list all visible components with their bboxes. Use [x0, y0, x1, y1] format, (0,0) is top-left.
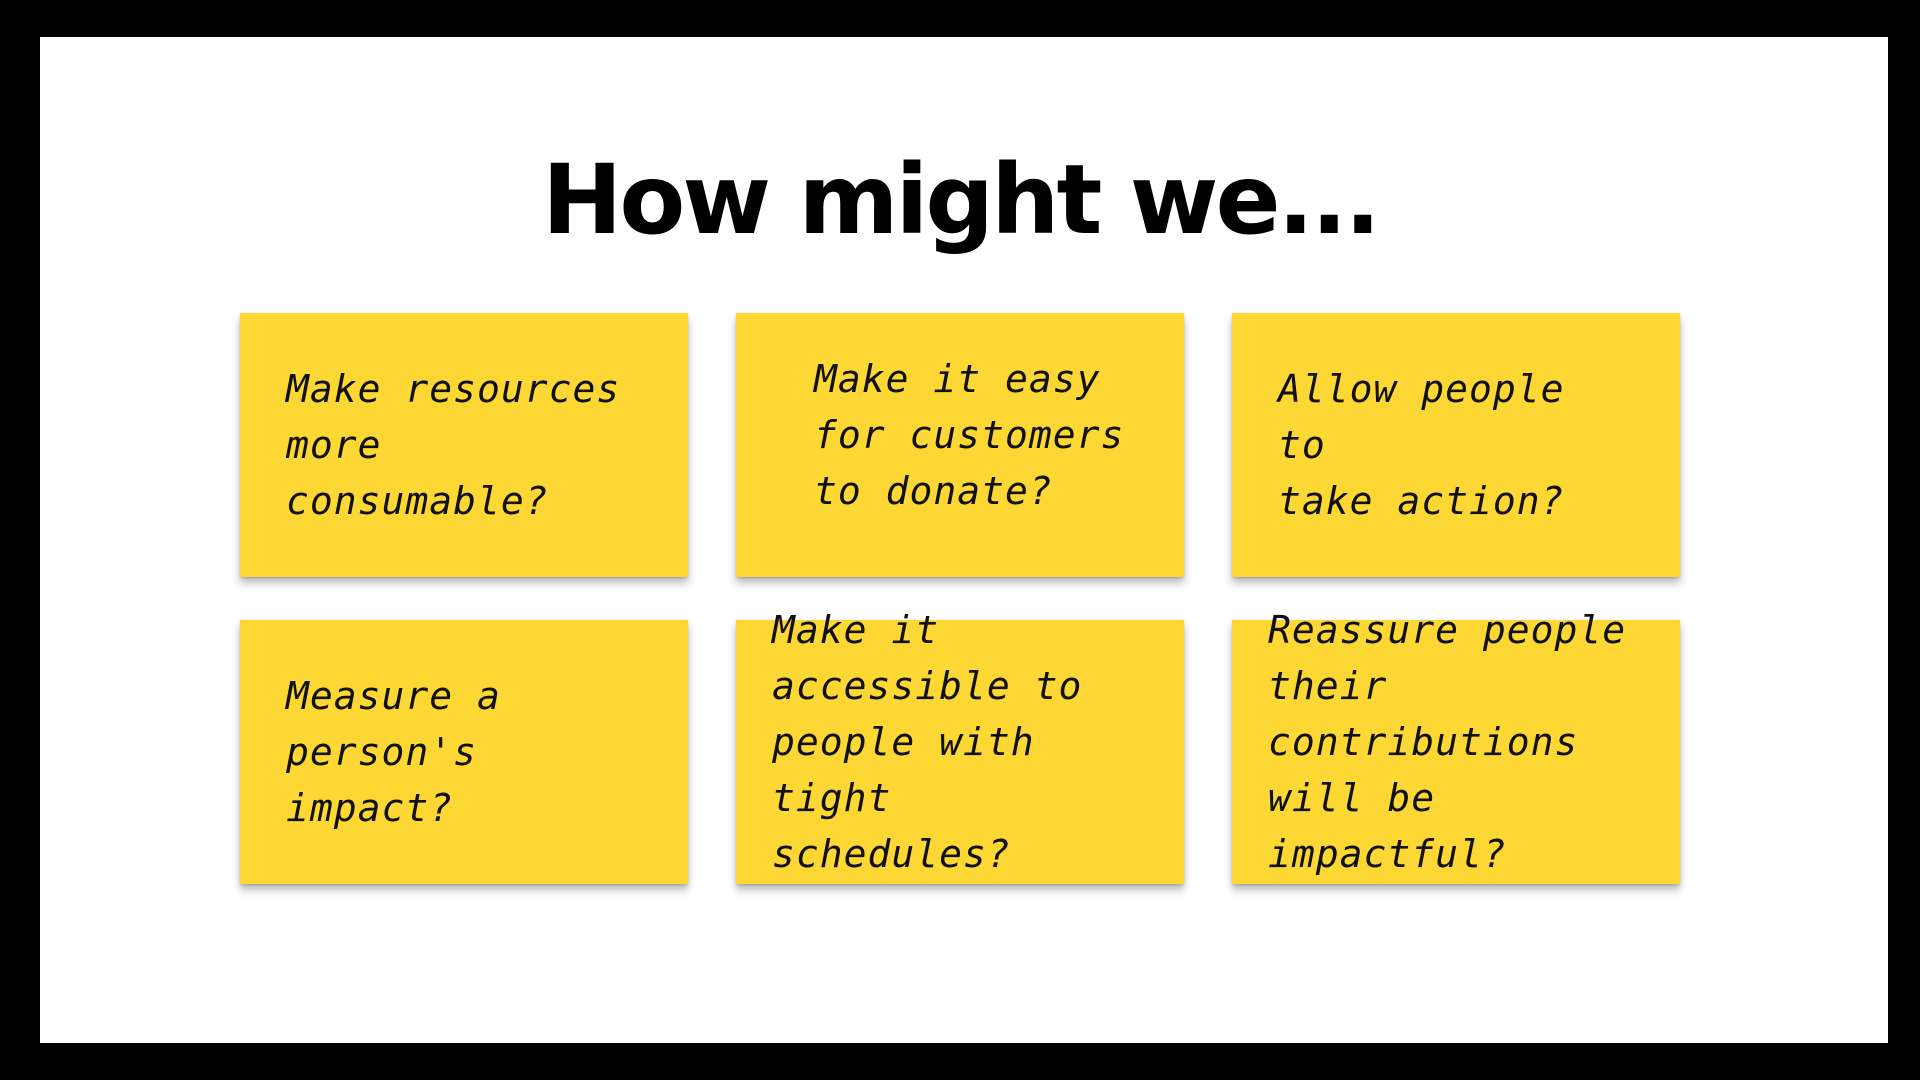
sticky-note: Measure a person's impact? [240, 620, 688, 884]
slide-title: How might we... [542, 144, 1381, 256]
sticky-note-text: Make resources more consumable? [286, 367, 621, 523]
sticky-note-text: Allow people to take action? [1278, 367, 1565, 523]
sticky-note: Make resources more consumable? [240, 313, 688, 577]
sticky-note: Make it accessible to people with tight … [736, 608, 1184, 884]
sticky-note-text: Measure a person's impact? [286, 674, 501, 830]
sticky-note: Make it easy for customers to donate? [736, 313, 1184, 577]
sticky-note-text: Reassure people their contributions will… [1268, 608, 1627, 876]
sticky-note-text: Make it easy for customers to donate? [814, 357, 1125, 513]
sticky-note: Allow people to take action? [1232, 313, 1680, 577]
sticky-note: Reassure people their contributions will… [1232, 608, 1680, 884]
sticky-note-text: Make it accessible to people with tight … [772, 608, 1083, 876]
